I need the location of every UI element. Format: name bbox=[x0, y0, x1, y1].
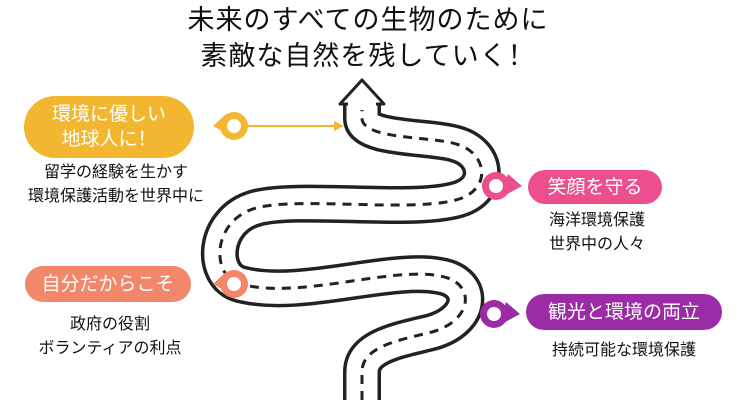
milestone-label-line: 笑顔を守る bbox=[547, 175, 643, 198]
milestone-description-tourism-and-environment: 持続可能な環境保護 bbox=[526, 338, 722, 362]
arrow-neck-mask bbox=[348, 100, 376, 110]
description-line: 世界中の人々 bbox=[548, 234, 645, 253]
description-line: 政府の役割 bbox=[69, 314, 150, 333]
diagram-title-line-1: 未来のすべての生物のために bbox=[187, 5, 549, 36]
description-line: 環境保護活動を世界中に bbox=[27, 186, 204, 205]
milestone-label-line: 観光と環境の両立 bbox=[547, 300, 700, 323]
milestone-label-line: 地球人に！ bbox=[61, 128, 157, 150]
diagram-title-line-2: 素敵な自然を残していく！ bbox=[200, 41, 536, 72]
milestone-description-eco-earthling: 留学の経験を生かす 環境保護活動を世界中に bbox=[6, 160, 226, 208]
map-pin-icon-tl bbox=[213, 112, 248, 140]
description-line: 留学の経験を生かす bbox=[43, 162, 188, 181]
milestone-label-eco-earthling: 環境に優しい 地球人に！ bbox=[24, 96, 194, 158]
milestone-label-tourism-and-environment: 観光と環境の両立 bbox=[526, 294, 722, 330]
milestone-label-line: 環境に優しい bbox=[51, 103, 166, 125]
description-line: 海洋環境保護 bbox=[548, 210, 645, 229]
milestone-description-protect-smiles: 海洋環境保護 世界中の人々 bbox=[522, 208, 672, 256]
milestone-label-because-of-myself: 自分だからこそ bbox=[25, 266, 191, 302]
map-pin-icon-tr bbox=[482, 172, 522, 200]
milestone-description-because-of-myself: 政府の役割 ボランティアの利点 bbox=[10, 312, 210, 360]
milestone-label-protect-smiles: 笑顔を守る bbox=[528, 170, 662, 204]
milestone-label-line: 自分だからこそ bbox=[41, 272, 175, 295]
connector-arrow-tl bbox=[334, 121, 344, 131]
map-pin-icon-ml bbox=[213, 270, 248, 298]
description-line: ボランティアの利点 bbox=[38, 338, 182, 357]
road-center-line bbox=[218, 100, 483, 400]
description-line: 持続可能な環境保護 bbox=[551, 340, 696, 359]
road-surface bbox=[204, 98, 497, 400]
map-pin-icon-br bbox=[480, 300, 520, 328]
